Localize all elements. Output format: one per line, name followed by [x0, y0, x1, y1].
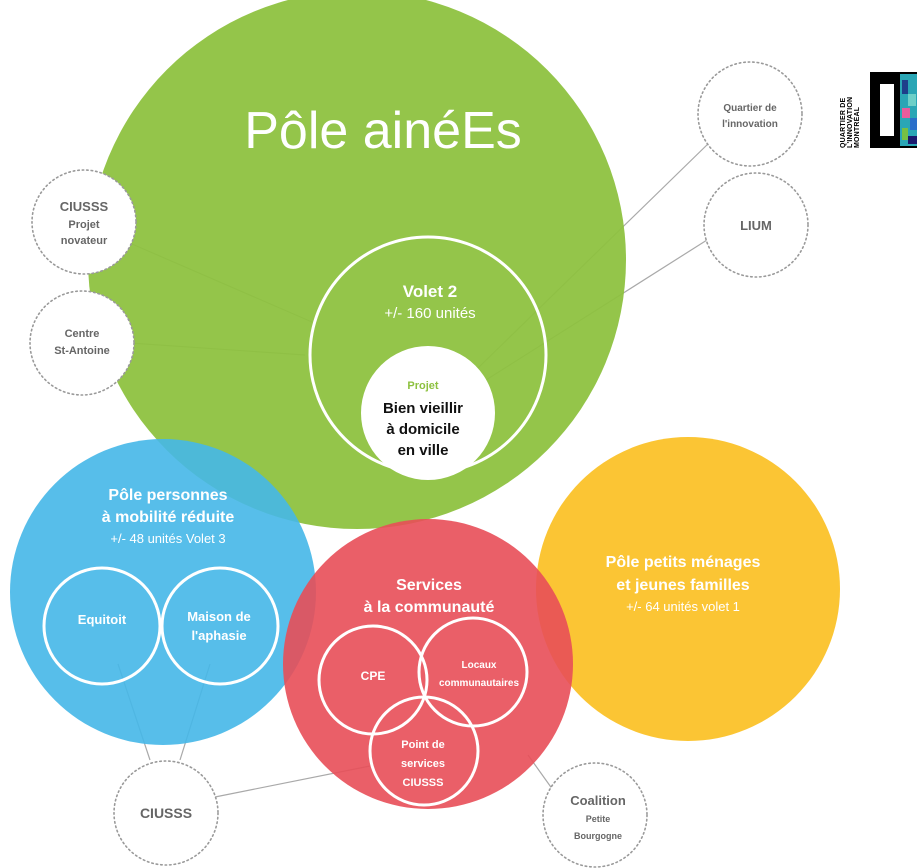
- partner-ciusss-projet-line-1: CIUSSS: [60, 199, 109, 214]
- aphasie-line-2: l'aphasie: [191, 628, 246, 643]
- pole-mobilite-line-3: +/- 48 unités Volet 3: [110, 531, 225, 546]
- pole-petits-menages-line-3: +/- 64 unités volet 1: [626, 599, 740, 614]
- pole-petits-menages-circle: [536, 437, 840, 741]
- equitoit-label: Equitoit: [78, 612, 127, 627]
- partner-coalition-line-3: Bourgogne: [574, 831, 622, 841]
- partner-quartier-circle: [697, 61, 803, 167]
- pole-petits-menages-line-1: Pôle petits ménages: [606, 554, 761, 571]
- pole-services-line-1: Services: [396, 577, 462, 594]
- partner-ciusss-line-1: CIUSSS: [140, 805, 192, 821]
- point-services-ring: [368, 695, 480, 807]
- pole-petits-menages-line-2: et jeunes familles: [616, 577, 749, 594]
- cpe-label: CPE: [361, 669, 386, 683]
- partner-lium-circle: [703, 172, 809, 278]
- point-services-line-1: Point de: [401, 739, 444, 751]
- partner-coalition-circle: [542, 762, 648, 868]
- aphasie-line-1: Maison de: [187, 609, 251, 624]
- projet-line-2: à domicile: [386, 421, 459, 438]
- projet-circle: [361, 346, 495, 480]
- partner-centre-line-2: St-Antoine: [54, 345, 110, 357]
- locaux-line-1: Locaux: [461, 660, 496, 671]
- volet2-title: Volet 2: [403, 282, 457, 301]
- partner-ciusss-projet-circle: [31, 169, 137, 275]
- projet-line-3: en ville: [398, 442, 449, 459]
- partner-lium-line-1: LIUM: [740, 218, 772, 233]
- aphasie-ring: [160, 566, 280, 686]
- partner-coalition-line-2: Petite: [586, 814, 611, 824]
- partner-quartier-line-2: l'innovation: [722, 119, 778, 130]
- partner-quartier-line-1: Quartier de: [723, 103, 777, 114]
- volet2-units: +/- 160 unités: [384, 305, 475, 322]
- projet-label: Projet: [407, 380, 439, 392]
- partner-ciusss-projet-line-2: Projet: [68, 219, 100, 231]
- projet-line-1: Bien vieillir: [383, 400, 463, 417]
- partner-centre-line-1: Centre: [65, 328, 100, 340]
- equitoit-ring: [42, 566, 162, 686]
- logo-wordmark: QUARTIER DE L'INNOVATION MONTRÉAL: [840, 96, 861, 148]
- point-services-line-2: services: [401, 758, 445, 770]
- partner-ciusss-projet-line-3: novateur: [61, 235, 108, 247]
- point-services-line-3: CIUSSS: [403, 777, 444, 789]
- pole-mobilite-circle: [10, 439, 316, 745]
- pole-services-line-2: à la communauté: [364, 599, 495, 616]
- partner-ciusss-circle: [113, 760, 219, 866]
- pole-mobilite-line-2: à mobilité réduite: [102, 509, 235, 526]
- partner-coalition-line-1: Coalition: [570, 793, 626, 808]
- pole-mobilite-line-1: Pôle personnes: [108, 487, 227, 504]
- pole-aines-title: Pôle ainéEs: [244, 102, 522, 160]
- logo-mark-icon: [870, 72, 917, 148]
- partner-centre-circle: [29, 290, 135, 396]
- pole-services-circle: [283, 519, 573, 809]
- locaux-line-2: communautaires: [439, 678, 519, 689]
